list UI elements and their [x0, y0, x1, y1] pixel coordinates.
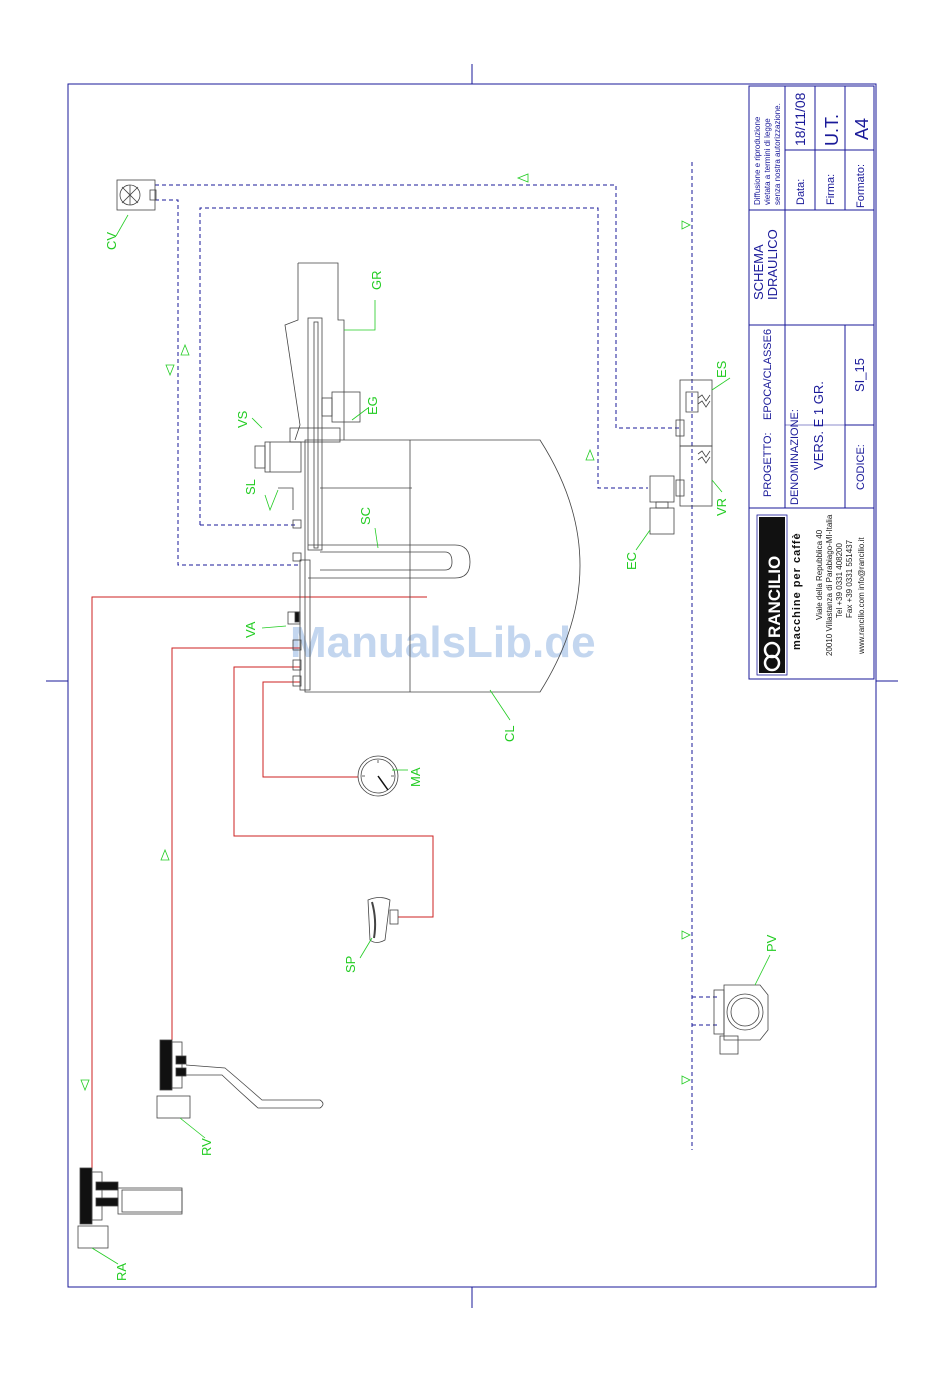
- date-label: Data:: [795, 179, 807, 205]
- valve-vr: [675, 445, 713, 507]
- format-value: A4: [852, 118, 872, 140]
- address-line-4: Fax +39 0331 551437: [845, 539, 854, 618]
- label-cl: CL: [502, 725, 517, 742]
- label-sc: SC: [358, 507, 373, 525]
- date-value: 18/11/08: [792, 92, 808, 146]
- label-eg: EG: [365, 396, 380, 415]
- manometer-ma: [357, 755, 399, 797]
- rancilio-logo-icon: [763, 641, 781, 672]
- safety-valve-vs: [254, 441, 302, 473]
- label-vs: VS: [235, 410, 250, 428]
- label-gr: GR: [369, 271, 384, 291]
- vacuum-valve-va: [287, 611, 301, 625]
- electrovalve-ec: [649, 475, 675, 535]
- title-block-text: Diffusione e riproduzione vietata a term…: [751, 92, 872, 505]
- label-ma: MA: [408, 767, 423, 787]
- address-line-1: Viale della Repubblica 40: [815, 529, 824, 620]
- drawing-frame: [46, 64, 898, 1308]
- watermark: ManualsLib.de: [290, 618, 596, 667]
- steam-tap-rv: [156, 1039, 324, 1119]
- water-tap-ra: [77, 1167, 183, 1249]
- label-rv: RV: [199, 1138, 214, 1156]
- electrovalve-es: [675, 379, 713, 447]
- group-gr: [284, 262, 345, 551]
- address-line-5: www.rancilio.com info@rancilio.it: [857, 537, 866, 655]
- pressure-switch-sp: [367, 897, 399, 943]
- label-va: VA: [243, 621, 258, 638]
- signature-value: U.T.: [822, 114, 842, 146]
- notice-line-3: senza nostra autorizzazione.: [773, 103, 782, 205]
- heat-exchanger-sc: [308, 544, 471, 579]
- address-line-3: Tel +39 0331 408200: [835, 542, 844, 618]
- label-es: ES: [714, 360, 729, 378]
- label-cv: CV: [104, 232, 119, 250]
- code-label: CODICE:: [855, 444, 867, 490]
- notice-line-2: vietata a termini di legge: [763, 118, 772, 205]
- label-sl: SL: [243, 479, 258, 495]
- label-sp: SP: [343, 956, 358, 973]
- address-line-2: 20010 Villastanza di Parabiago-MI-Italia: [825, 514, 834, 656]
- label-vr: VR: [714, 498, 729, 516]
- boiler-cl: [292, 439, 581, 693]
- schema-line-1: SCHEMA: [751, 244, 766, 300]
- notice-line-1: Diffusione e riproduzione: [753, 116, 762, 205]
- brand-name: RANCILIO: [765, 556, 784, 638]
- cold-water-lines: [155, 162, 720, 1150]
- project-label: PROGETTO:: [762, 432, 774, 497]
- level-probe-sl: [278, 487, 294, 510]
- leader-lines: [91, 214, 771, 1265]
- format-label: Formato:: [855, 164, 867, 208]
- brand-tagline: macchine per caffè: [791, 532, 803, 650]
- code-value: SI_15: [852, 358, 867, 392]
- component-labels: CV GR EG VS SL SC VA CL MA SP RV RA ES V…: [104, 232, 779, 1281]
- denomination-label: DENOMINAZIONE:: [789, 409, 801, 505]
- flow-arrows: [80, 173, 691, 1092]
- pump-pv: [713, 984, 769, 1055]
- brand-block: RANCILIO macchine per caffè Viale della …: [756, 514, 866, 676]
- title-block: [748, 85, 875, 680]
- label-pv: PV: [764, 934, 779, 952]
- denomination-value: VERS. E 1 GR.: [811, 381, 826, 470]
- schema-line-2: IDRAULICO: [765, 229, 780, 300]
- check-valve-cv: [116, 179, 157, 211]
- solenoid-eg: [321, 391, 361, 423]
- label-ec: EC: [624, 552, 639, 570]
- label-ra: RA: [114, 1263, 129, 1281]
- project-value: EPOCA/CLASSE6: [762, 329, 774, 420]
- signature-label: Firma:: [825, 174, 837, 205]
- hot-water-lines: [91, 596, 434, 1170]
